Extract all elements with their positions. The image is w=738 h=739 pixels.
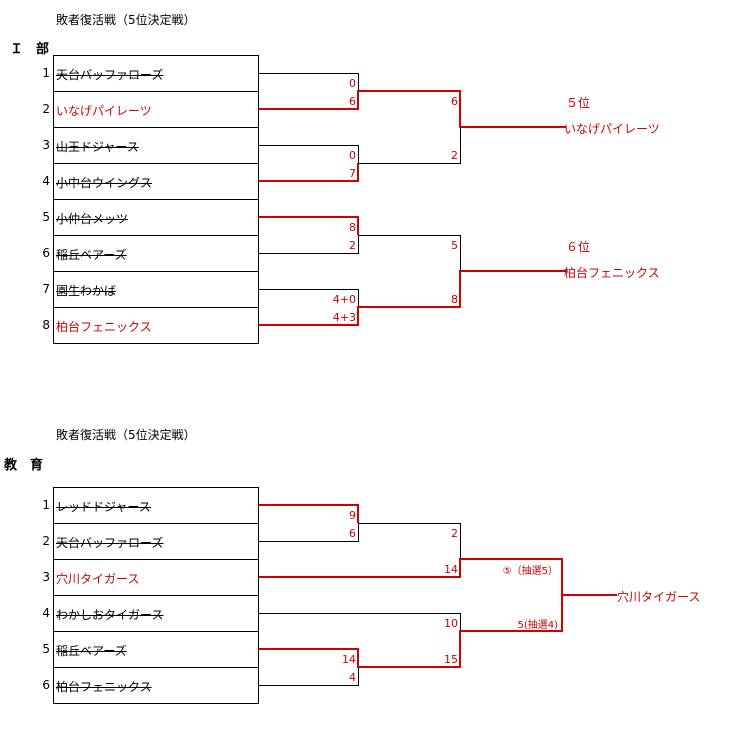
bracket-line	[358, 127, 461, 164]
seed-number: 1	[42, 498, 50, 512]
bracket-line	[259, 289, 359, 307]
round2-score: 2	[451, 527, 458, 540]
seed-number: 7	[42, 282, 50, 296]
winner-path	[259, 558, 617, 596]
team-name: 稲丘ベアーズ	[56, 248, 127, 262]
winner-path	[259, 216, 359, 235]
round1-score: 8	[349, 221, 356, 234]
seed-number: 8	[42, 318, 50, 332]
bracket-line	[259, 145, 359, 163]
place-label: ５位	[566, 96, 591, 110]
round2-score: 14	[444, 563, 458, 576]
winner-path	[259, 163, 359, 182]
seed-number: 3	[42, 138, 50, 152]
team-name: レッドドジャース	[56, 500, 151, 514]
team-name-winner: 柏台フェニックス	[56, 320, 152, 334]
round1-score: 7	[349, 167, 356, 180]
team-name: 柏台フェニックス	[56, 680, 152, 694]
final-score: ⑤（抽選5）	[502, 566, 558, 577]
team-name: 小中台ウイングス	[56, 176, 153, 190]
team-name: 山王ドジャース	[56, 140, 139, 154]
bracket-line	[259, 667, 359, 686]
seed-number: 6	[42, 678, 50, 692]
winner-path	[259, 90, 566, 128]
place-label: ６位	[566, 240, 591, 254]
bracket-line	[259, 235, 359, 254]
bracket-line	[259, 523, 359, 542]
bracket-line	[259, 613, 461, 631]
section1-title: 敗者復活戦（5位決定戦）	[56, 13, 196, 27]
round1-score: 6	[349, 95, 356, 108]
seed-number: 5	[42, 210, 50, 224]
bracket-line	[259, 73, 359, 91]
round2-score: 15	[444, 653, 458, 666]
seed-number: 2	[42, 102, 50, 116]
round1-score: 4	[349, 671, 356, 684]
winner-path	[259, 270, 566, 326]
seed-number: 1	[42, 66, 50, 80]
round1-score: 2	[349, 239, 356, 252]
bracket-line	[358, 523, 461, 559]
round1-score: 6	[349, 527, 356, 540]
seed-number: 5	[42, 642, 50, 656]
round2-score: 6	[451, 95, 458, 108]
team-name: 園生わかば	[56, 284, 117, 298]
bracket-line	[358, 235, 461, 271]
round2-score: 8	[451, 293, 458, 306]
champion-team: 穴川タイガース	[617, 590, 701, 604]
team-name: わかしおタイガース	[56, 608, 164, 622]
seed-number: 6	[42, 246, 50, 260]
team-name: 小仲台メッツ	[56, 212, 129, 226]
section1-division-label: Ｉ 部	[10, 42, 50, 57]
team-name: 稲丘ベアーズ	[56, 644, 127, 658]
section2-title: 敗者復活戦（5位決定戦）	[56, 428, 196, 442]
round1-score: 9	[349, 509, 356, 522]
team-name: 天台バッファローズ	[56, 68, 164, 82]
team-name-winner: 穴川タイガース	[56, 572, 140, 586]
round2-score: 5	[451, 239, 458, 252]
round2-score: 10	[444, 617, 458, 630]
seed-number: 2	[42, 534, 50, 548]
round1-score: 4+0	[332, 293, 356, 306]
team-name: 天台バッファローズ	[56, 536, 164, 550]
place-team: いなげパイレーツ	[564, 122, 660, 136]
section2-division-label: 教 育	[4, 458, 44, 473]
round2-score: 2	[451, 149, 458, 162]
team-name-winner: いなげパイレーツ	[56, 104, 152, 118]
seed-number: 3	[42, 570, 50, 584]
final-score: 5(抽選4)	[517, 620, 558, 631]
winner-path	[259, 595, 563, 668]
round1-score: 14	[342, 653, 356, 666]
round1-score: 4+3	[332, 311, 356, 324]
round1-score: 0	[349, 149, 356, 162]
seed-number: 4	[42, 606, 50, 620]
round1-score: 0	[349, 77, 356, 90]
winner-path	[259, 504, 359, 523]
seed-number: 4	[42, 174, 50, 188]
place-team: 柏台フェニックス	[564, 266, 660, 280]
